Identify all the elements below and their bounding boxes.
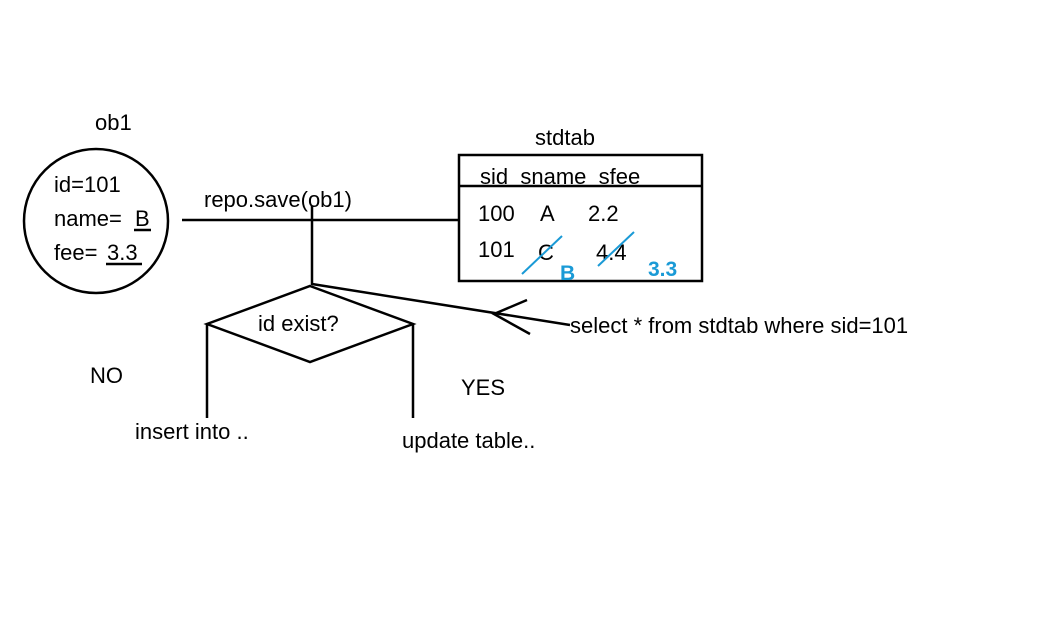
query-arrowhead <box>491 298 531 336</box>
row1-sname: A <box>540 201 555 226</box>
object-name-label: name= <box>54 206 122 231</box>
object-title: ob1 <box>95 110 132 135</box>
row2-sname-new: B <box>560 262 575 285</box>
strike-sname <box>521 235 563 275</box>
row2-sfee-new: 3.3 <box>648 258 677 281</box>
object-name-value: B <box>135 206 150 231</box>
object-id: id=101 <box>54 172 121 197</box>
decision-diamond <box>203 284 417 364</box>
row2-sid: 101 <box>478 237 515 262</box>
query-line <box>311 282 571 327</box>
save-call-label: repo.save(ob1) <box>204 187 352 212</box>
row1-sfee: 2.2 <box>588 201 619 226</box>
table-title: stdtab <box>535 125 595 150</box>
table-box <box>457 153 704 283</box>
insert-action: insert into .. <box>135 419 249 444</box>
row1-sid: 100 <box>478 201 515 226</box>
yes-label: YES <box>461 375 505 400</box>
no-label: NO <box>90 363 123 388</box>
decision-label: id exist? <box>258 311 339 336</box>
object-fee-value: 3.3 <box>107 240 138 265</box>
object-circle <box>22 147 170 295</box>
query-label: select * from stdtab where sid=101 <box>570 313 908 338</box>
strike-sfee <box>597 231 635 267</box>
update-action: update table.. <box>402 428 535 453</box>
object-fee-label: fee= <box>54 240 97 265</box>
